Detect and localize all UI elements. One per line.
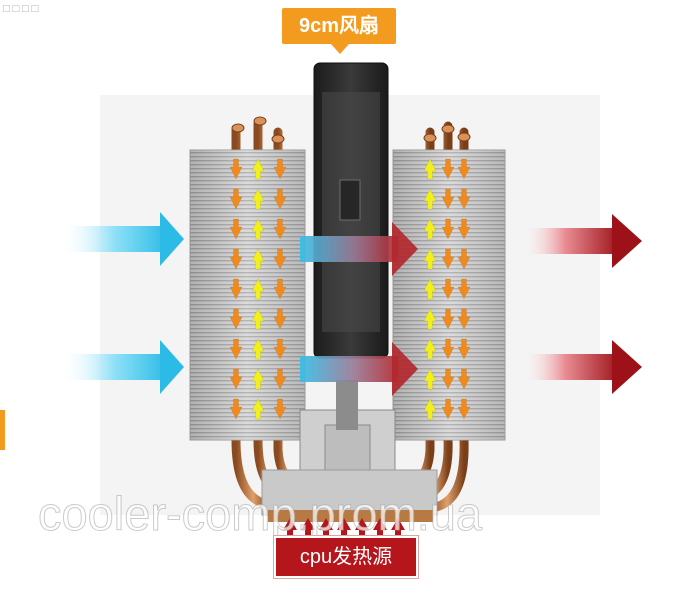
heatpipe-down-arrow bbox=[457, 188, 471, 210]
heatpipe-down-arrow bbox=[229, 218, 243, 240]
heatpipe-up-arrow bbox=[423, 158, 437, 180]
heatpipe-down-arrow bbox=[273, 278, 287, 300]
heat-up-arrow bbox=[283, 518, 297, 538]
heatpipe-down-arrow bbox=[273, 188, 287, 210]
heatpipe-up-arrow bbox=[423, 278, 437, 300]
heatpipe-up-arrow bbox=[251, 338, 265, 360]
heat-up-arrow bbox=[355, 518, 369, 538]
intake-airflow-arrow-bottom bbox=[60, 340, 184, 394]
heatpipe-up-arrow bbox=[423, 308, 437, 330]
heatpipe-down-arrow bbox=[273, 308, 287, 330]
mounting-base bbox=[261, 380, 438, 522]
heat-up-arrow bbox=[337, 518, 351, 538]
exhaust-airflow-arrow-bottom bbox=[520, 340, 642, 394]
edge-accent bbox=[0, 410, 5, 450]
heatpipe-down-arrow bbox=[457, 158, 471, 180]
heatpipe-down-arrow bbox=[457, 398, 471, 420]
fan-size-label: 9cm风扇 bbox=[282, 8, 396, 44]
heatpipe-down-arrow bbox=[229, 188, 243, 210]
exhaust-airflow-arrow-top bbox=[520, 214, 642, 268]
heatpipe-up-arrow bbox=[251, 218, 265, 240]
left-heatsink bbox=[189, 149, 306, 441]
heatpipe-down-arrow bbox=[229, 308, 243, 330]
heat-source-arrows bbox=[283, 518, 405, 538]
through-fan-arrow-top bbox=[300, 222, 418, 276]
heatpipe-down-arrow bbox=[441, 218, 455, 240]
heatpipe-down-arrow bbox=[441, 308, 455, 330]
heatpipe-up-arrow bbox=[423, 218, 437, 240]
heatpipe-down-arrow bbox=[229, 398, 243, 420]
heatpipe-down-arrow bbox=[457, 308, 471, 330]
heatpipe-down-arrow bbox=[273, 368, 287, 390]
heatpipe-down-arrow bbox=[457, 278, 471, 300]
heatpipe-down-arrow bbox=[441, 158, 455, 180]
heatpipe-up-arrow bbox=[423, 188, 437, 210]
heatpipe-down-arrow bbox=[441, 278, 455, 300]
heatpipe-down-arrow bbox=[457, 338, 471, 360]
heatpipe-up-arrow bbox=[423, 398, 437, 420]
heatpipe-up-arrow bbox=[423, 338, 437, 360]
heatpipe-down-arrow bbox=[229, 338, 243, 360]
heatpipe-down-arrow bbox=[273, 338, 287, 360]
heatpipe-down-arrow bbox=[441, 248, 455, 270]
heatpipe-up-arrow bbox=[251, 188, 265, 210]
heatpipe-tips bbox=[231, 116, 471, 144]
heatpipe-down-arrow bbox=[273, 218, 287, 240]
heatpipe-down-arrow bbox=[457, 218, 471, 240]
heatpipe-down-arrow bbox=[229, 368, 243, 390]
heatpipe-up-arrow bbox=[251, 278, 265, 300]
heatpipe-down-arrow bbox=[229, 278, 243, 300]
heatpipe-down-arrow bbox=[273, 398, 287, 420]
intake-airflow-arrow-top bbox=[60, 212, 184, 266]
heat-up-arrow bbox=[319, 518, 333, 538]
heatpipe-down-arrow bbox=[441, 338, 455, 360]
heatpipe-down-arrow bbox=[441, 368, 455, 390]
fan-label-pointer bbox=[331, 44, 349, 54]
heatpipe-down-arrow bbox=[457, 248, 471, 270]
cooling-fan bbox=[313, 62, 389, 359]
heatpipe-up-arrow bbox=[251, 368, 265, 390]
heatpipe-up-arrow bbox=[251, 248, 265, 270]
heat-up-arrow bbox=[301, 518, 315, 538]
heatpipe-up-arrow bbox=[423, 368, 437, 390]
heatpipe-flow-arrows bbox=[229, 158, 471, 420]
corner-glyphs: □□□□ bbox=[2, 4, 41, 14]
heat-up-arrow bbox=[391, 518, 405, 538]
cpu-heat-source-label: cpu发热源 bbox=[274, 536, 418, 578]
heatpipe-down-arrow bbox=[229, 158, 243, 180]
heatpipe-up-arrow bbox=[251, 308, 265, 330]
watermark-text: cooler-comp.prom.ua bbox=[37, 487, 483, 541]
heatpipe-down-arrow bbox=[441, 398, 455, 420]
heatpipe-down-arrow bbox=[441, 188, 455, 210]
heatpipe-down-arrow bbox=[229, 248, 243, 270]
heatpipe-up-arrow bbox=[251, 398, 265, 420]
heat-up-arrow bbox=[373, 518, 387, 538]
through-fan-arrow-bottom bbox=[300, 342, 418, 396]
heatpipe-up-arrow bbox=[423, 248, 437, 270]
heatpipe-up-arrow bbox=[251, 158, 265, 180]
heatpipe-down-arrow bbox=[273, 158, 287, 180]
heatpipe-down-arrow bbox=[457, 368, 471, 390]
heatpipe-down-arrow bbox=[273, 248, 287, 270]
